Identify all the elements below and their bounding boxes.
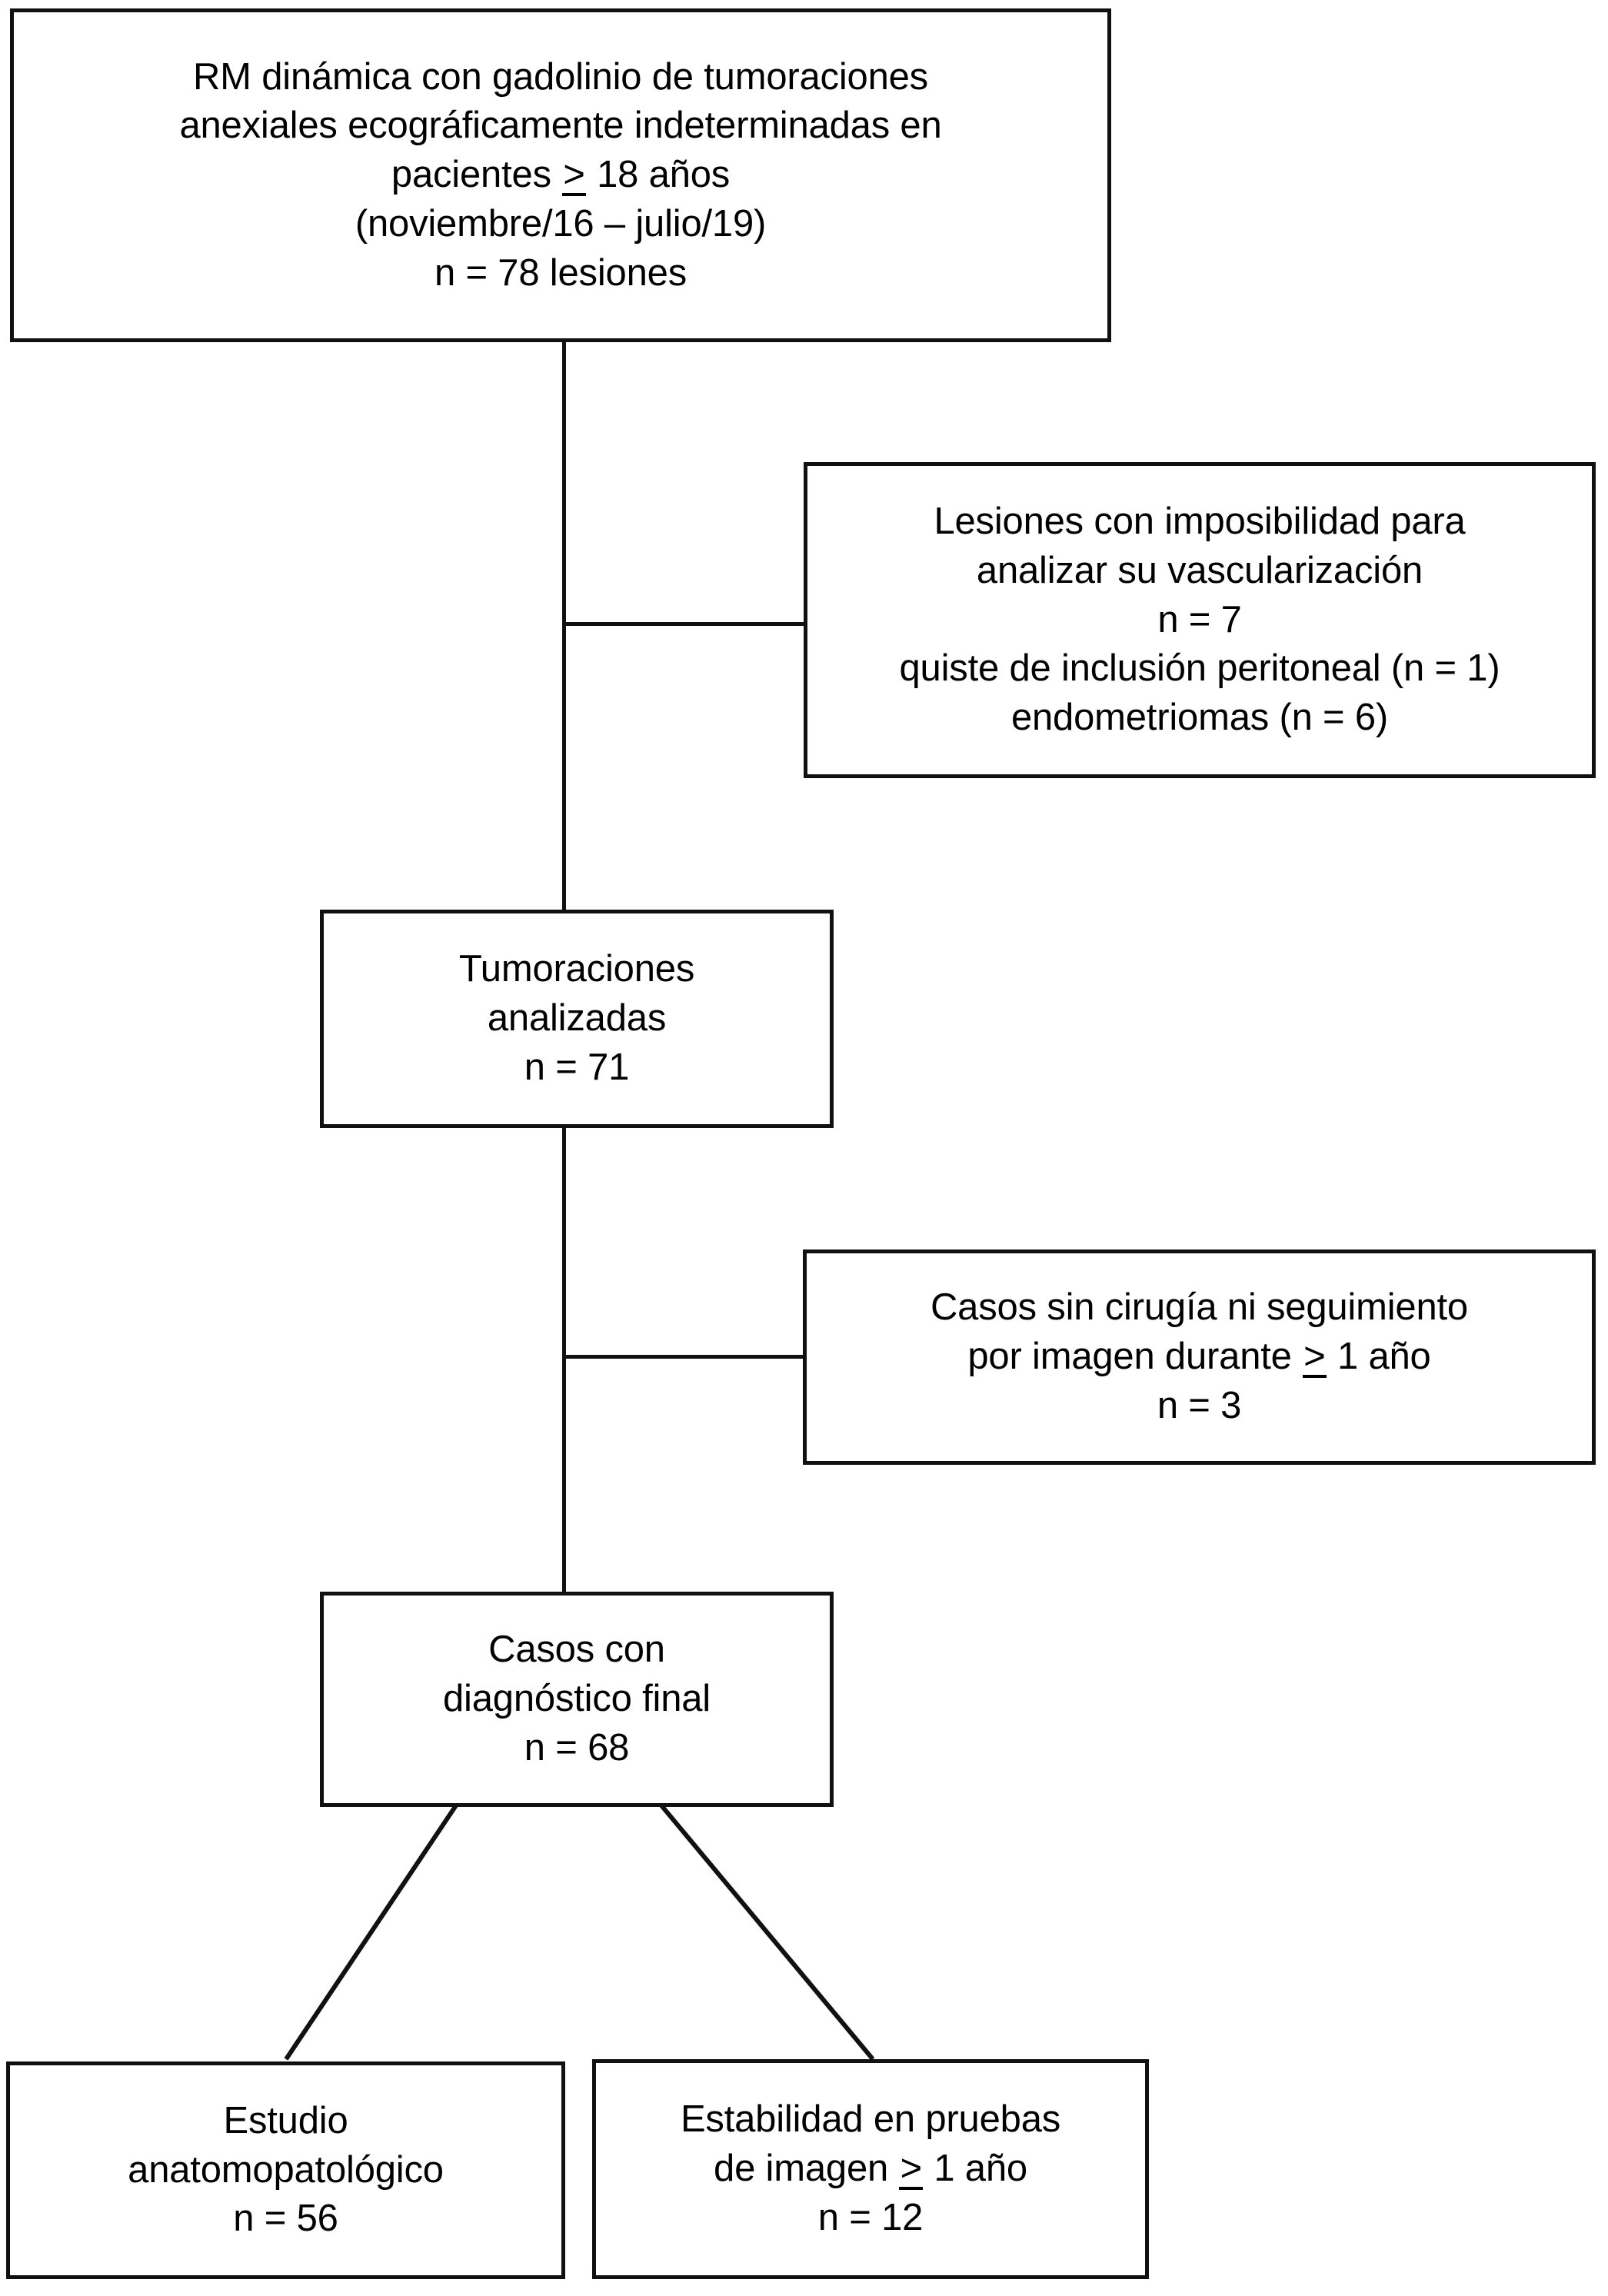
excluded1-breakdown-2: endometriomas (n = 6) <box>1010 697 1389 739</box>
analyzed-line-1: Tumoraciones <box>458 948 695 990</box>
analyzed-count: n = 71 <box>524 1046 630 1088</box>
excluded1-count: n = 7 <box>1157 598 1242 641</box>
final-line-2: diagnóstico final <box>443 1678 711 1720</box>
pathology-line-1: Estudio <box>223 2099 348 2141</box>
node-excluded-no-surgery-followup[interactable]: Casos sin cirugía ni seguimiento por ima… <box>803 1249 1596 1465</box>
stability-line-2-pre: de imagen <box>714 2148 899 2190</box>
node-pathology-study[interactable]: Estudio anatomopatológico n = 56 <box>6 2061 565 2279</box>
node-tumors-analyzed[interactable]: Tumoraciones analizadas n = 71 <box>320 910 834 1128</box>
source-line-3-post: 18 años <box>586 154 731 196</box>
stability-line-1: Estabilidad en pruebas <box>680 2098 1061 2141</box>
excluded2-line-2-post: 1 año <box>1327 1336 1431 1378</box>
stability-line-2-post: 1 año <box>923 2148 1027 2190</box>
connector-final-to-pathology <box>284 1804 458 2061</box>
greater-equal-icon: > <box>561 151 587 200</box>
stability-count: n = 12 <box>817 2196 924 2238</box>
pathology-count: n = 56 <box>233 2198 338 2240</box>
excluded2-line-2: por imagen durante > 1 año <box>967 1333 1431 1382</box>
node-excluded-unanalyzable[interactable]: Lesiones con imposibilidad para analizar… <box>804 462 1596 778</box>
analyzed-line-2: analizadas <box>487 997 667 1040</box>
source-line-3: pacientes > 18 años <box>391 151 730 200</box>
connector-final-split <box>284 1804 875 2061</box>
excluded1-breakdown-1: quiste de inclusión peritoneal (n = 1) <box>899 647 1500 690</box>
connector-analyzed-to-final <box>562 1128 566 1593</box>
final-line-1: Casos con <box>488 1629 665 1671</box>
source-line-1: RM dinámica con gadolinio de tumoracione… <box>193 55 928 98</box>
excluded2-line-1: Casos sin cirugía ni seguimiento <box>930 1286 1468 1329</box>
greater-equal-icon: > <box>898 2145 924 2194</box>
stability-line-2: de imagen > 1 año <box>714 2145 1027 2194</box>
final-count: n = 68 <box>524 1726 630 1769</box>
node-cases-final-diagnosis[interactable]: Casos con diagnóstico final n = 68 <box>320 1592 834 1807</box>
source-line-2: anexiales ecográficamente indeterminadas… <box>179 105 942 147</box>
node-source-cohort[interactable]: RM dinámica con gadolinio de tumoracione… <box>10 8 1111 342</box>
node-imaging-stability[interactable]: Estabilidad en pruebas de imagen > 1 año… <box>592 2059 1149 2279</box>
source-count: n = 78 lesiones <box>434 251 687 294</box>
source-line-3-pre: pacientes <box>391 154 562 196</box>
connector-source-to-analyzed <box>562 342 566 911</box>
excluded2-count: n = 3 <box>1157 1384 1242 1426</box>
greater-equal-icon: > <box>1302 1333 1327 1382</box>
connector-final-to-stability <box>659 1804 875 2061</box>
connector-branch-to-excluded-1 <box>562 622 807 626</box>
connector-branch-to-excluded-2 <box>562 1355 807 1359</box>
excluded1-line-2: analizar su vascularización <box>976 549 1423 591</box>
source-line-4-period: (noviembre/16 – julio/19) <box>355 202 767 245</box>
pathology-line-2: anatomopatológico <box>128 2148 444 2191</box>
excluded2-line-2-pre: por imagen durante <box>967 1336 1303 1378</box>
excluded1-line-1: Lesiones con imposibilidad para <box>934 501 1466 543</box>
